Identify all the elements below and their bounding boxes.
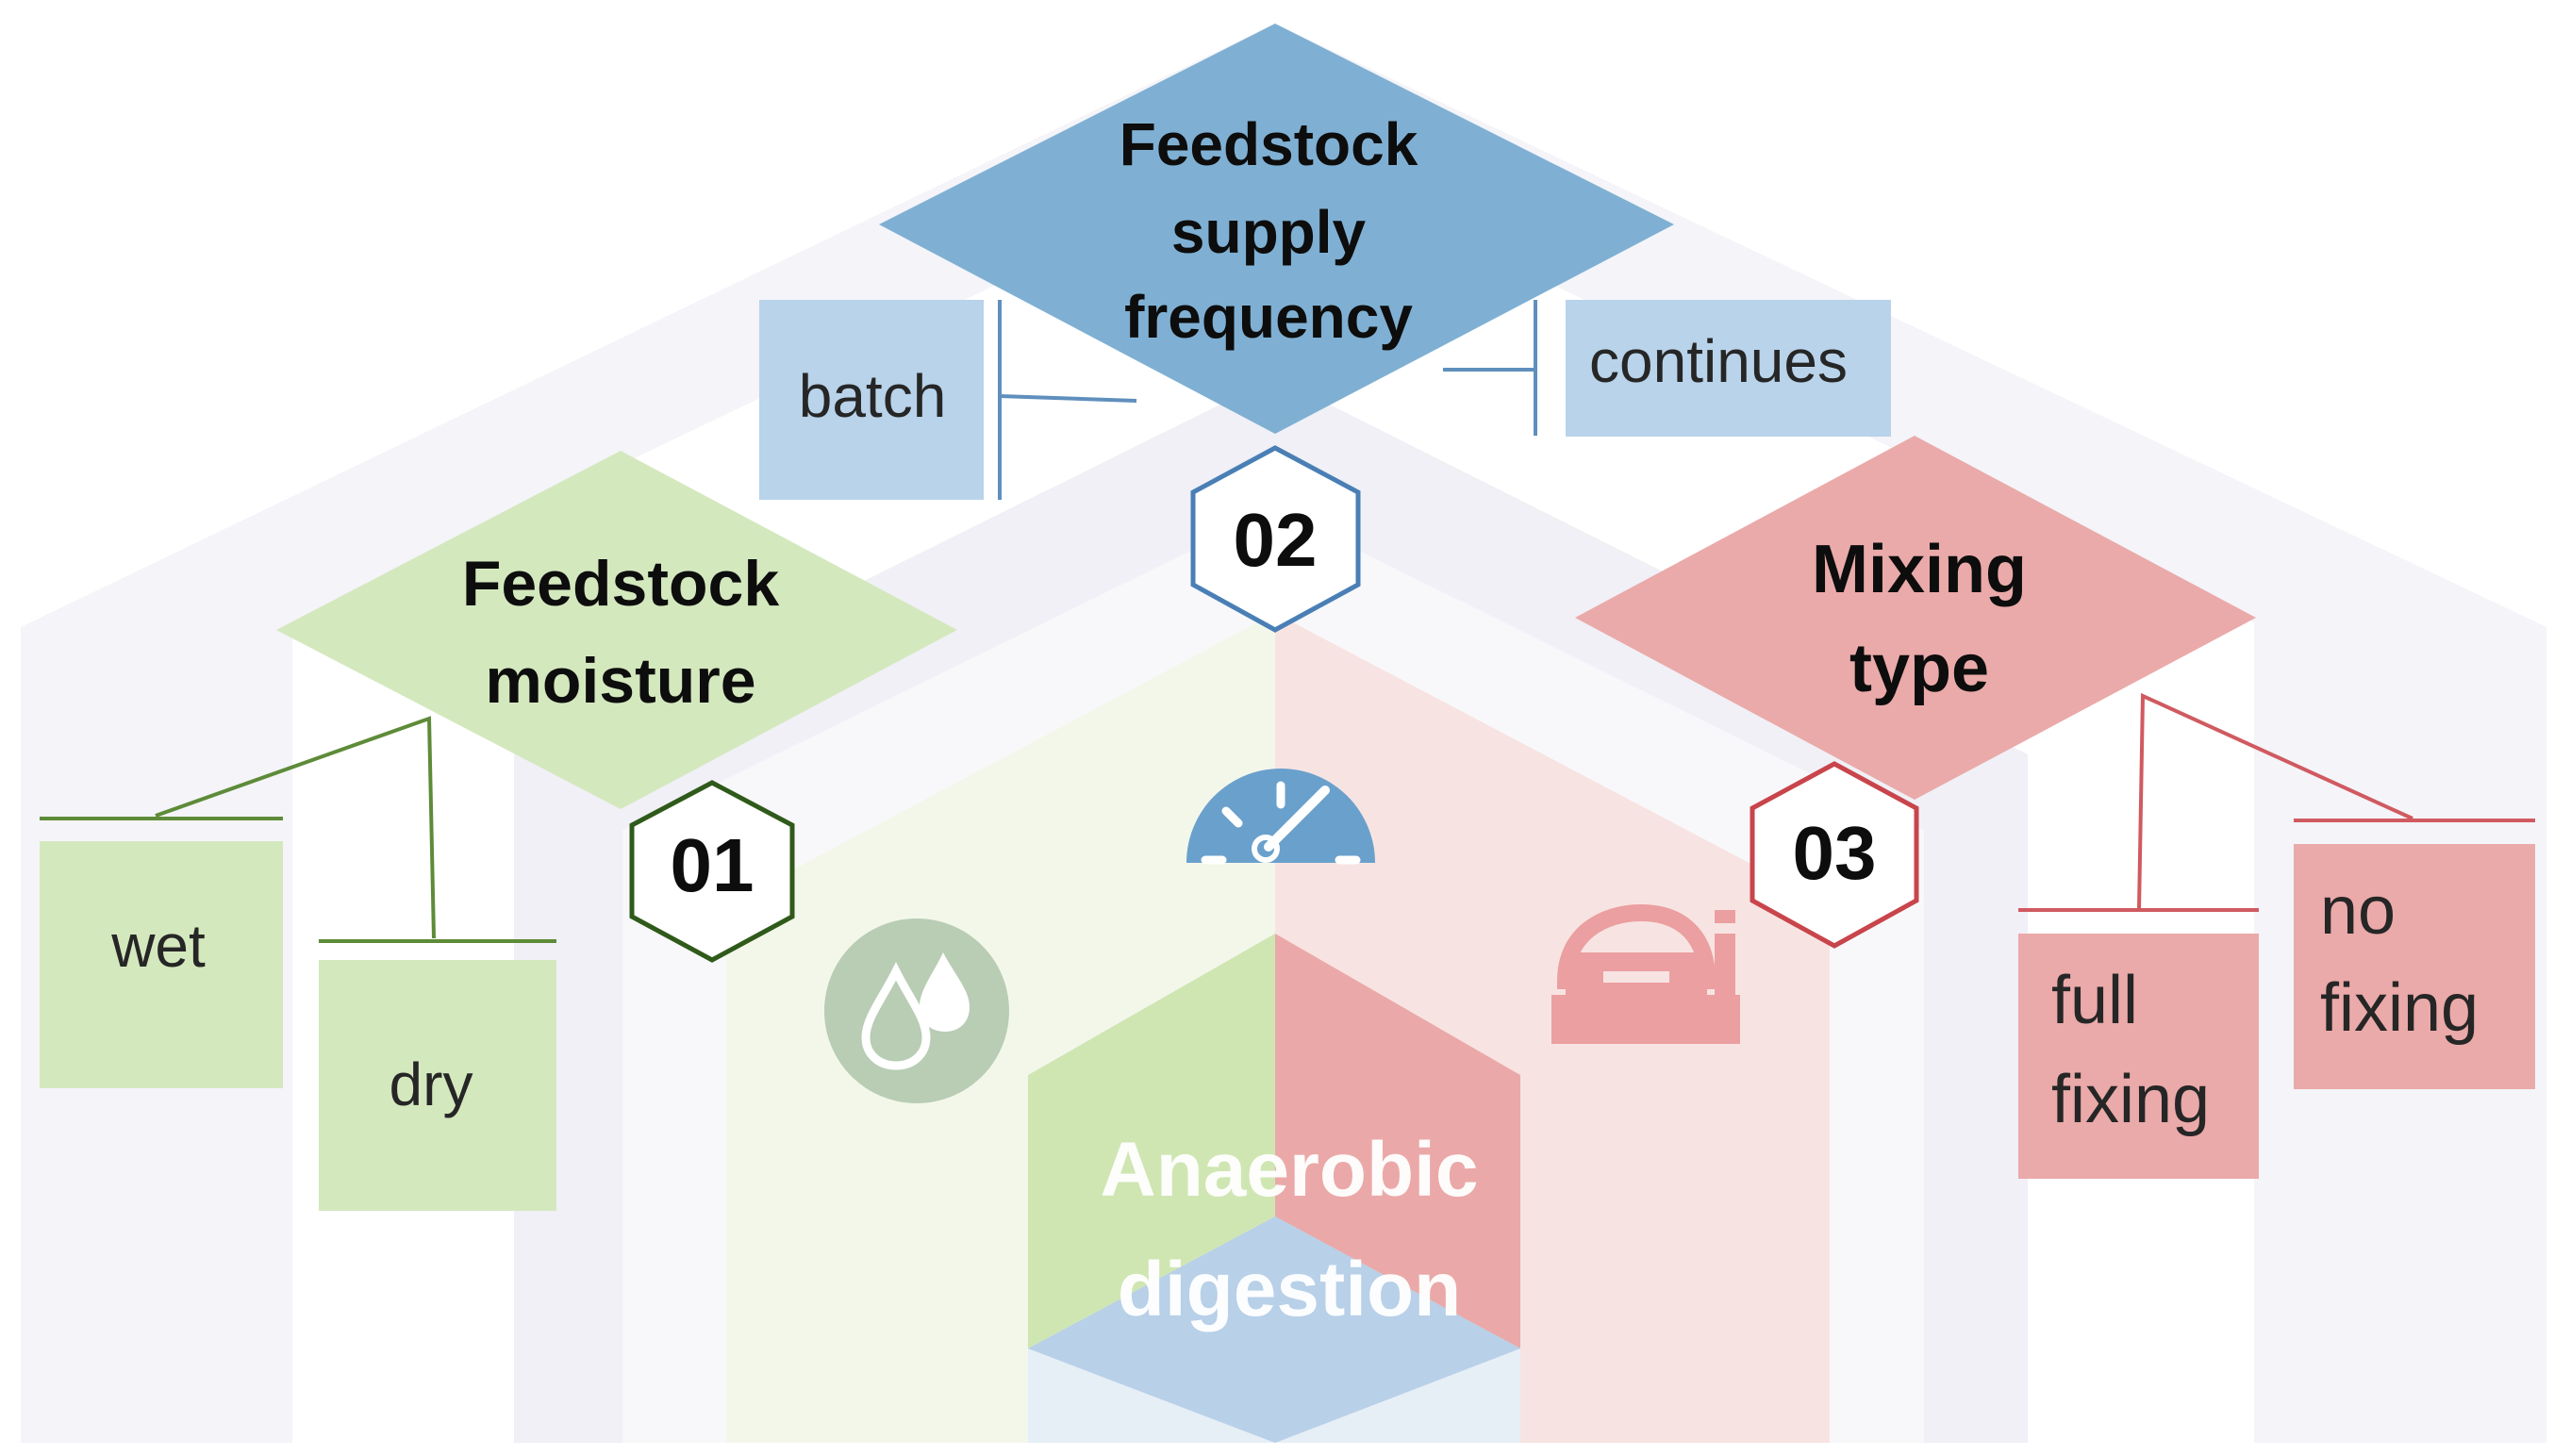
center-blue <box>1028 1216 1520 1443</box>
number-01: 01 <box>671 823 755 907</box>
option-wet-label: wet <box>110 912 206 980</box>
option-batch-box <box>759 300 984 500</box>
frequency-title-line1: Feedstock <box>1119 110 1418 178</box>
mixing-title-line1: Mixing <box>1812 532 2027 607</box>
mixing-connectors <box>2018 692 2535 912</box>
mixing-title-line2: type <box>1849 631 1989 706</box>
speedometer-icon <box>1186 769 1375 865</box>
option-full-fixing-line1: full <box>2051 963 2138 1038</box>
moisture-connectors <box>40 716 556 943</box>
option-dry-label: dry <box>390 1051 473 1118</box>
number-03: 03 <box>1793 811 1877 895</box>
factor-mixing: Mixing type full fixing no fixing 03 <box>1575 436 2535 1179</box>
center-red <box>1275 934 1520 1348</box>
frequency-connectors <box>998 300 1537 500</box>
option-full-fixing-box <box>2018 934 2259 1179</box>
factor-frequency: Feedstock supply frequency batch continu… <box>759 24 1891 633</box>
water-drops-icon <box>824 918 1009 1103</box>
option-dry-box <box>319 960 556 1211</box>
frequency-title-line2: supply <box>1171 198 1367 266</box>
option-continues-box <box>1566 300 1891 437</box>
factor-moisture: Feedstock moisture wet dry 01 <box>40 451 957 1211</box>
center-title-line2: digestion <box>1118 1247 1461 1332</box>
frequency-diamond <box>879 24 1674 434</box>
mixing-diamond <box>1575 436 2256 800</box>
option-no-fixing-line1: no <box>2320 873 2396 949</box>
option-wet-box <box>40 841 283 1088</box>
moisture-title-line1: Feedstock <box>462 548 780 620</box>
number-02: 02 <box>1234 498 1318 582</box>
option-no-fixing-line2: fixing <box>2320 970 2479 1046</box>
number-badge-01 <box>629 780 795 963</box>
mixer-icon <box>1551 903 1740 1044</box>
option-no-fixing-box <box>2294 844 2535 1089</box>
center-hexagon: Anaerobic digestion <box>726 613 1830 1443</box>
frequency-title-line3: frequency <box>1124 283 1413 351</box>
option-continues-label: continues <box>1589 327 1848 395</box>
moisture-title-line2: moisture <box>485 645 755 717</box>
number-badge-03 <box>1750 761 1919 949</box>
center-title-line1: Anaerobic <box>1101 1127 1479 1213</box>
moisture-diamond <box>276 451 957 809</box>
option-batch-label: batch <box>799 362 947 430</box>
center-green <box>1028 934 1275 1348</box>
number-badge-02 <box>1190 445 1361 633</box>
option-full-fixing-line2: fixing <box>2051 1062 2210 1137</box>
